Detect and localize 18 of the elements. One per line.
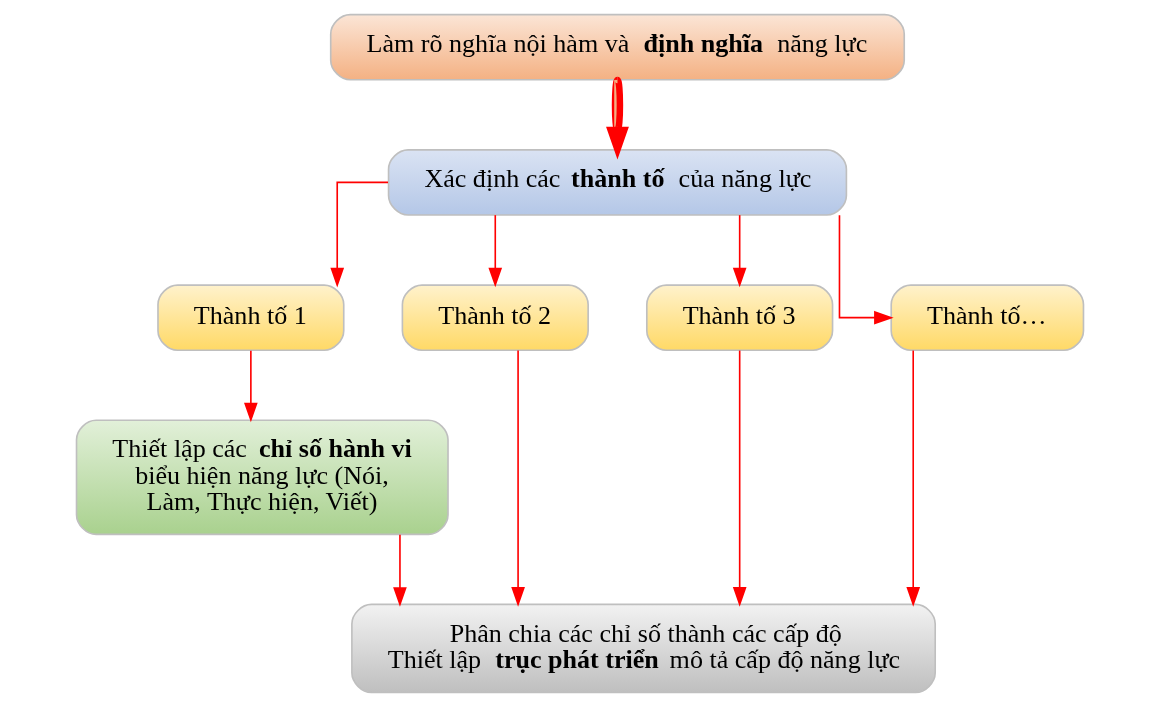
arrow	[243, 349, 258, 423]
arrow	[510, 349, 525, 607]
node-box: Xác định các thành tố của năng lực	[387, 149, 847, 216]
node-box: Thiết lập các chỉ số hành vi biểu hiện năng lực (Nói, Làm, Thực hiện, Viết)	[75, 419, 449, 536]
node-box: Thành tố 2	[401, 284, 589, 352]
arrow	[732, 214, 747, 288]
node-box: Làm rõ nghĩa nội hàm và định nghĩa năng lực	[329, 13, 905, 81]
node-box: Thành tố 3	[645, 284, 833, 352]
arrow	[329, 181, 389, 288]
node-box: Phân chia các chỉ số thành các cấp độ Thiết lập trục phát triển mô tả cấp độ năng lực	[350, 603, 936, 694]
arrow	[392, 533, 407, 607]
arrow	[487, 214, 502, 288]
node-box: Thành tố 1	[156, 284, 345, 352]
arrow	[605, 78, 629, 160]
node-box: Thành tố…	[889, 284, 1084, 352]
arrow	[905, 349, 920, 607]
arrow	[732, 349, 747, 607]
arrow	[838, 214, 894, 325]
